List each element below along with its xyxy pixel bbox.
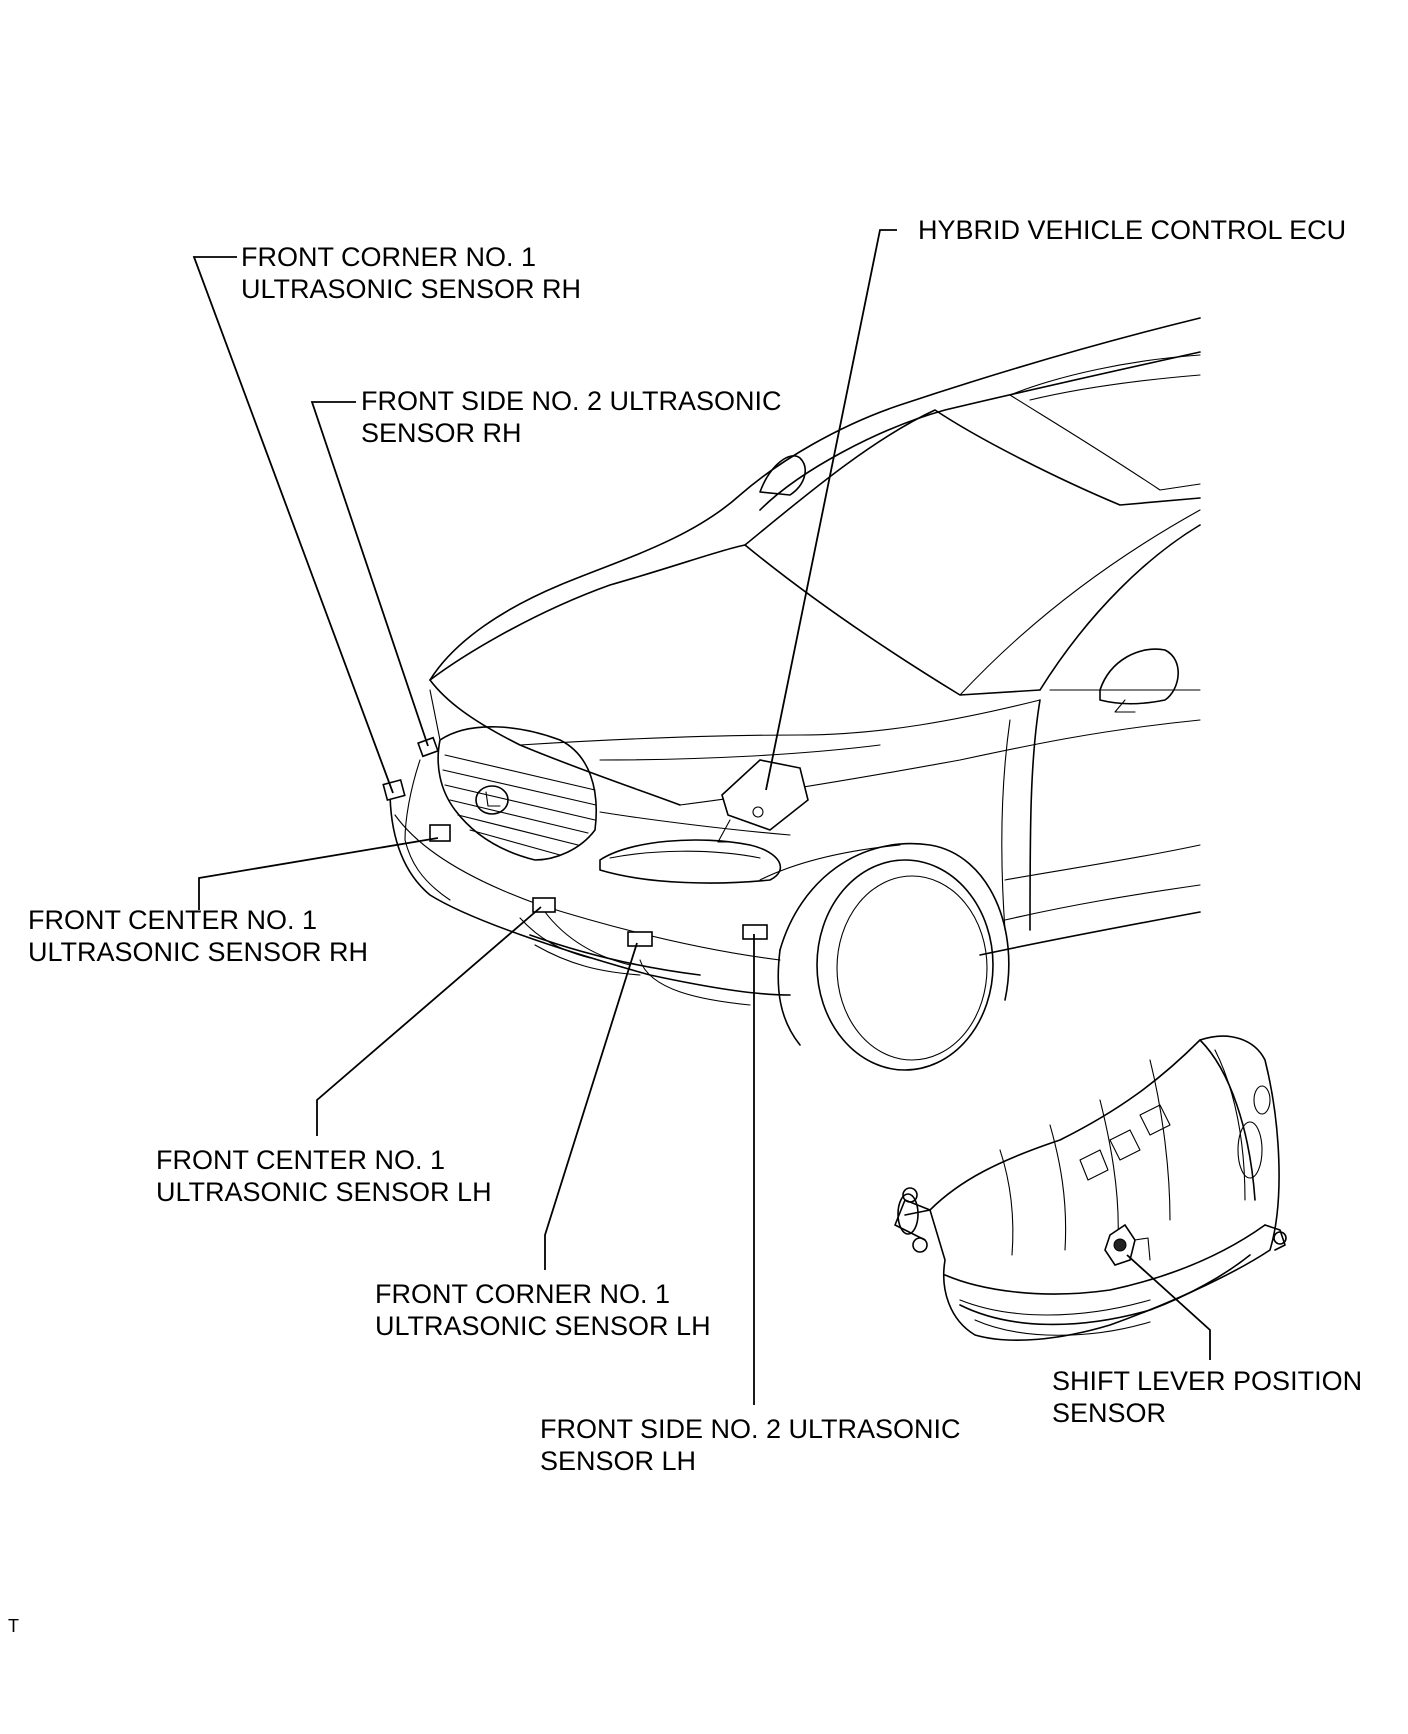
hv-ecu-box <box>717 759 809 843</box>
label-front-corner-no1-sensor-rh: FRONT CORNER NO. 1 ULTRASONIC SENSOR RH <box>241 242 582 304</box>
transmission-illustration <box>894 1035 1287 1341</box>
label-front-center-no1-sensor-lh: FRONT CENTER NO. 1 ULTRASONIC SENSOR LH <box>156 1145 492 1207</box>
label-front-side-no2-sensor-rh: FRONT SIDE NO. 2 ULTRASONIC SENSOR RH <box>361 386 782 448</box>
vehicle-front-view <box>389 317 1201 1071</box>
label-front-corner-no1-sensor-lh: FRONT CORNER NO. 1 ULTRASONIC SENSOR LH <box>375 1279 711 1341</box>
label-hybrid-vehicle-control-ecu: HYBRID VEHICLE CONTROL ECU <box>918 215 1347 245</box>
sensor-marks <box>382 736 768 947</box>
label-front-side-no2-sensor-lh: FRONT SIDE NO. 2 ULTRASONIC SENSOR LH <box>540 1414 961 1476</box>
label-shift-lever-position-sensor: SHIFT LEVER POSITION SENSOR <box>1052 1366 1363 1428</box>
leader-lines <box>192 229 1211 1405</box>
label-front-center-no1-sensor-rh: FRONT CENTER NO. 1 ULTRASONIC SENSOR RH <box>28 905 369 967</box>
figure-code: T <box>8 1616 19 1636</box>
